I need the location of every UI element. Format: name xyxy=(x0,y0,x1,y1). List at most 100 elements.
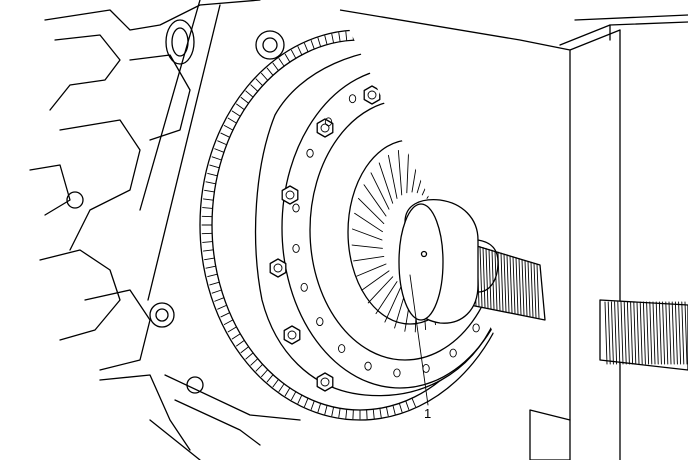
gear-tooth xyxy=(290,49,297,59)
thread-line xyxy=(512,256,516,314)
gear-tooth xyxy=(231,110,241,117)
rivet-hole xyxy=(292,203,300,213)
gear-tooth xyxy=(250,84,259,92)
gear-tooth xyxy=(223,125,234,131)
thread-line xyxy=(610,301,614,365)
thread-line xyxy=(485,247,489,309)
gear-tooth xyxy=(214,297,225,302)
thread-line xyxy=(503,253,507,313)
gear-tooth xyxy=(261,369,269,378)
spring-finger xyxy=(354,212,383,233)
spring-finger xyxy=(358,197,385,225)
thread-line xyxy=(524,259,528,317)
gear-tooth xyxy=(317,37,322,48)
thread-line xyxy=(678,301,682,365)
thread-line xyxy=(626,301,630,365)
gear-tooth xyxy=(338,407,341,418)
thread-line xyxy=(639,301,643,365)
thread-line xyxy=(674,301,678,365)
thread-line xyxy=(681,301,685,365)
gear-tooth xyxy=(398,402,403,413)
thread-line xyxy=(649,301,653,365)
spring-finger xyxy=(363,184,387,217)
bolt-head xyxy=(281,185,299,205)
gear-tooth xyxy=(245,352,254,360)
callout-1: 1 xyxy=(409,274,431,421)
thread-line xyxy=(665,301,669,365)
rivet-hole xyxy=(472,323,480,333)
spring-finger xyxy=(406,147,410,194)
spring-finger xyxy=(384,284,403,323)
gear-tooth xyxy=(204,257,215,261)
spring-finger xyxy=(353,255,385,262)
bolt-head xyxy=(283,325,301,345)
thread-line xyxy=(614,301,618,365)
gear-tooth xyxy=(304,397,309,408)
spring-finger xyxy=(361,270,390,291)
gear-tooth xyxy=(240,346,249,354)
gear-tooth xyxy=(278,58,285,67)
gear-tooth xyxy=(411,397,416,408)
thread-line xyxy=(494,250,498,311)
gear-tooth xyxy=(284,387,291,397)
thread-line xyxy=(623,301,627,365)
gear-tooth xyxy=(227,117,237,124)
thread-line xyxy=(668,301,672,365)
gear-tooth xyxy=(324,404,328,415)
shaft-threads-right xyxy=(604,301,688,365)
gear-tooth xyxy=(290,391,297,401)
thread-line xyxy=(620,301,624,365)
thread-line xyxy=(617,301,621,365)
rivet-hole xyxy=(348,94,357,104)
gear-tooth xyxy=(338,32,341,43)
rivet-hole xyxy=(449,348,457,358)
gear-tooth xyxy=(220,312,231,318)
gear-tooth xyxy=(202,249,214,252)
bolt-center xyxy=(287,330,297,340)
gear-tooth xyxy=(392,404,396,415)
thread-line xyxy=(607,301,611,365)
spring-finger xyxy=(351,228,383,241)
thread-line xyxy=(488,248,492,309)
thread-line xyxy=(671,301,675,365)
thread-line xyxy=(533,262,537,319)
rivet-hole xyxy=(316,317,324,327)
gear-tooth xyxy=(310,40,315,50)
spring-finger xyxy=(351,244,383,249)
spring-finger xyxy=(375,281,398,315)
thread-line xyxy=(530,261,534,318)
gear-tooth xyxy=(331,406,335,417)
gear-tooth xyxy=(205,265,217,269)
bolt-center xyxy=(273,263,283,273)
thread-line xyxy=(527,260,531,317)
gear-tooth xyxy=(272,62,279,72)
bolt-head xyxy=(269,258,287,278)
gear-tooth xyxy=(236,339,245,347)
gear-tooth xyxy=(345,408,348,419)
spring-finger xyxy=(367,276,394,304)
gear-tooth xyxy=(220,132,231,138)
rivet-hole xyxy=(364,361,372,371)
bolt-head xyxy=(316,118,334,138)
gear-tooth xyxy=(272,378,279,388)
thread-line xyxy=(662,301,666,365)
rivet-hole xyxy=(324,117,333,127)
thread-line xyxy=(479,246,483,308)
callout-label: 1 xyxy=(424,406,431,421)
gear-tooth xyxy=(209,164,220,169)
centering-mandrel xyxy=(398,199,499,324)
gear-tooth xyxy=(205,181,217,185)
gear-tooth xyxy=(266,67,274,76)
thread-line xyxy=(630,301,634,365)
gear-tooth xyxy=(217,304,228,310)
rivet-hole xyxy=(292,244,300,253)
thread-line xyxy=(536,263,540,319)
gear-tooth xyxy=(209,281,220,286)
gear-tooth xyxy=(207,172,218,177)
thread-line xyxy=(646,301,650,365)
spring-finger xyxy=(356,263,387,277)
thread-line xyxy=(642,301,646,365)
gear-tooth xyxy=(227,326,237,333)
gear-tooth xyxy=(317,402,322,413)
